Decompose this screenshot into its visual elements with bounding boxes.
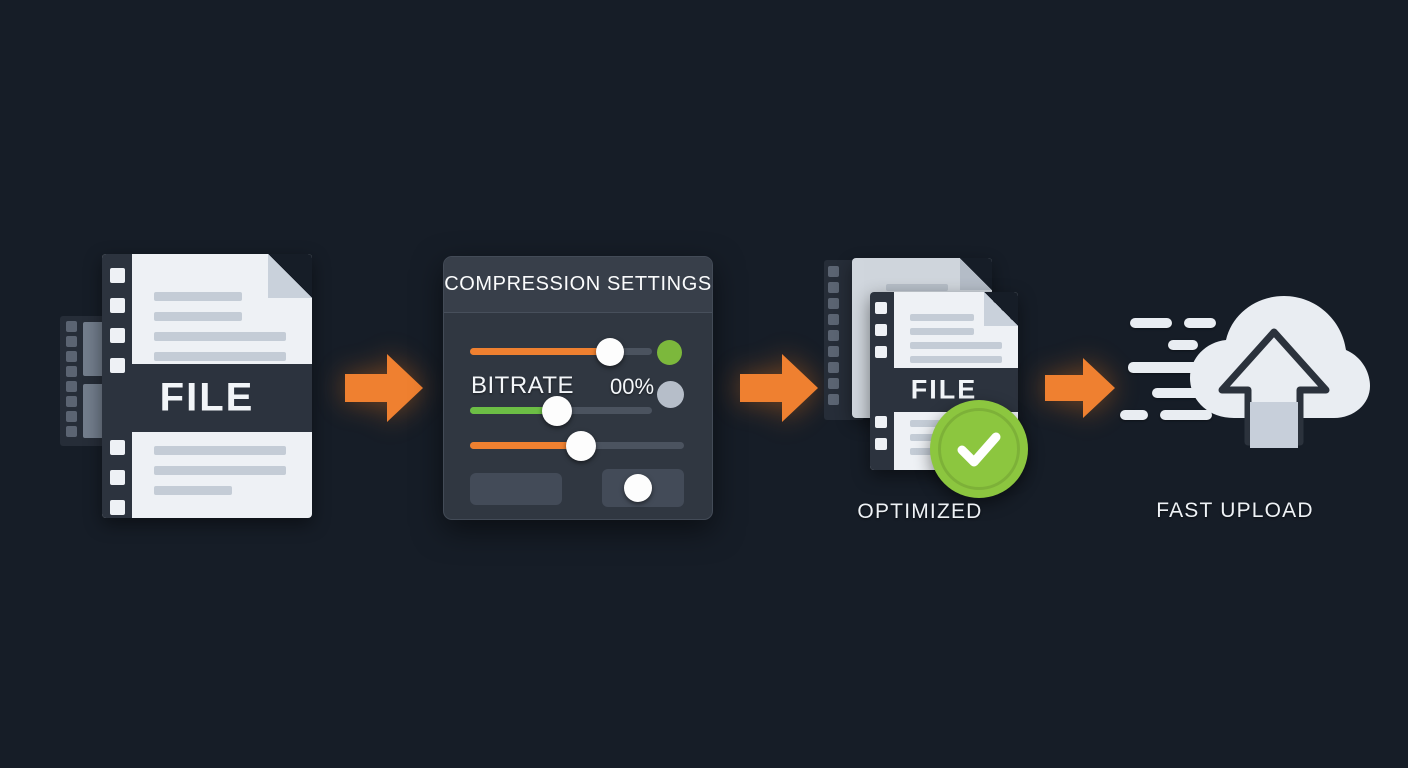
slider-row-bitrate[interactable]: BITRATE 00% [444, 371, 712, 426]
speed-line-1 [1130, 318, 1172, 328]
file-document-icon: FILE [102, 254, 312, 518]
step-optimized-file[interactable]: FILE [824, 250, 1044, 530]
document-perforation [102, 254, 132, 518]
file-word-band: FILE [102, 364, 312, 432]
panel-title: COMPRESSION SETTINGS [444, 273, 712, 295]
quality-slider-fill [470, 348, 610, 355]
settings-toggle[interactable] [602, 469, 684, 507]
cloud-upload-icon [1176, 290, 1372, 470]
bitrate-slider-fill [470, 407, 558, 414]
quality-slider-knob[interactable] [596, 338, 624, 366]
check-circle-icon [930, 400, 1028, 498]
file-stack-word-label: FILE [910, 374, 978, 405]
right-arrow-icon-3 [1045, 356, 1115, 420]
bitrate-slider-knob[interactable] [542, 396, 572, 426]
speed-line-6 [1120, 410, 1148, 420]
quality-status-dot [657, 340, 682, 365]
file-word-label: FILE [159, 375, 255, 420]
bitrate-label: BITRATE [471, 372, 575, 399]
page-fold-icon [268, 254, 312, 298]
optimized-caption: OPTIMIZED [857, 500, 983, 523]
right-arrow-icon-1 [345, 352, 423, 424]
panel-header: COMPRESSION SETTINGS [444, 257, 712, 313]
right-arrow-icon-2 [740, 352, 818, 424]
settings-toggle-knob[interactable] [624, 474, 652, 502]
size-slider-knob[interactable] [566, 431, 596, 461]
fast-upload-caption: FAST UPLOAD [1156, 499, 1314, 522]
file-stack-perforation [870, 292, 894, 470]
panel-action-button[interactable] [470, 473, 562, 505]
speed-line-2 [1184, 318, 1216, 328]
slider-row-quality[interactable] [444, 333, 712, 371]
step-source-file[interactable]: FILE [60, 248, 330, 528]
step-compression-settings[interactable]: COMPRESSION SETTINGS BITRATE 00% [443, 256, 713, 520]
bitrate-status-dot [657, 381, 684, 408]
step-fast-upload[interactable] [1120, 290, 1370, 490]
speed-line-5 [1152, 388, 1204, 398]
size-slider-fill [470, 442, 580, 449]
slider-row-size[interactable] [444, 427, 712, 465]
speed-line-4 [1128, 362, 1208, 373]
speed-line-7 [1160, 410, 1212, 420]
bitrate-value: 00% [610, 374, 655, 399]
speed-line-3 [1168, 340, 1198, 350]
